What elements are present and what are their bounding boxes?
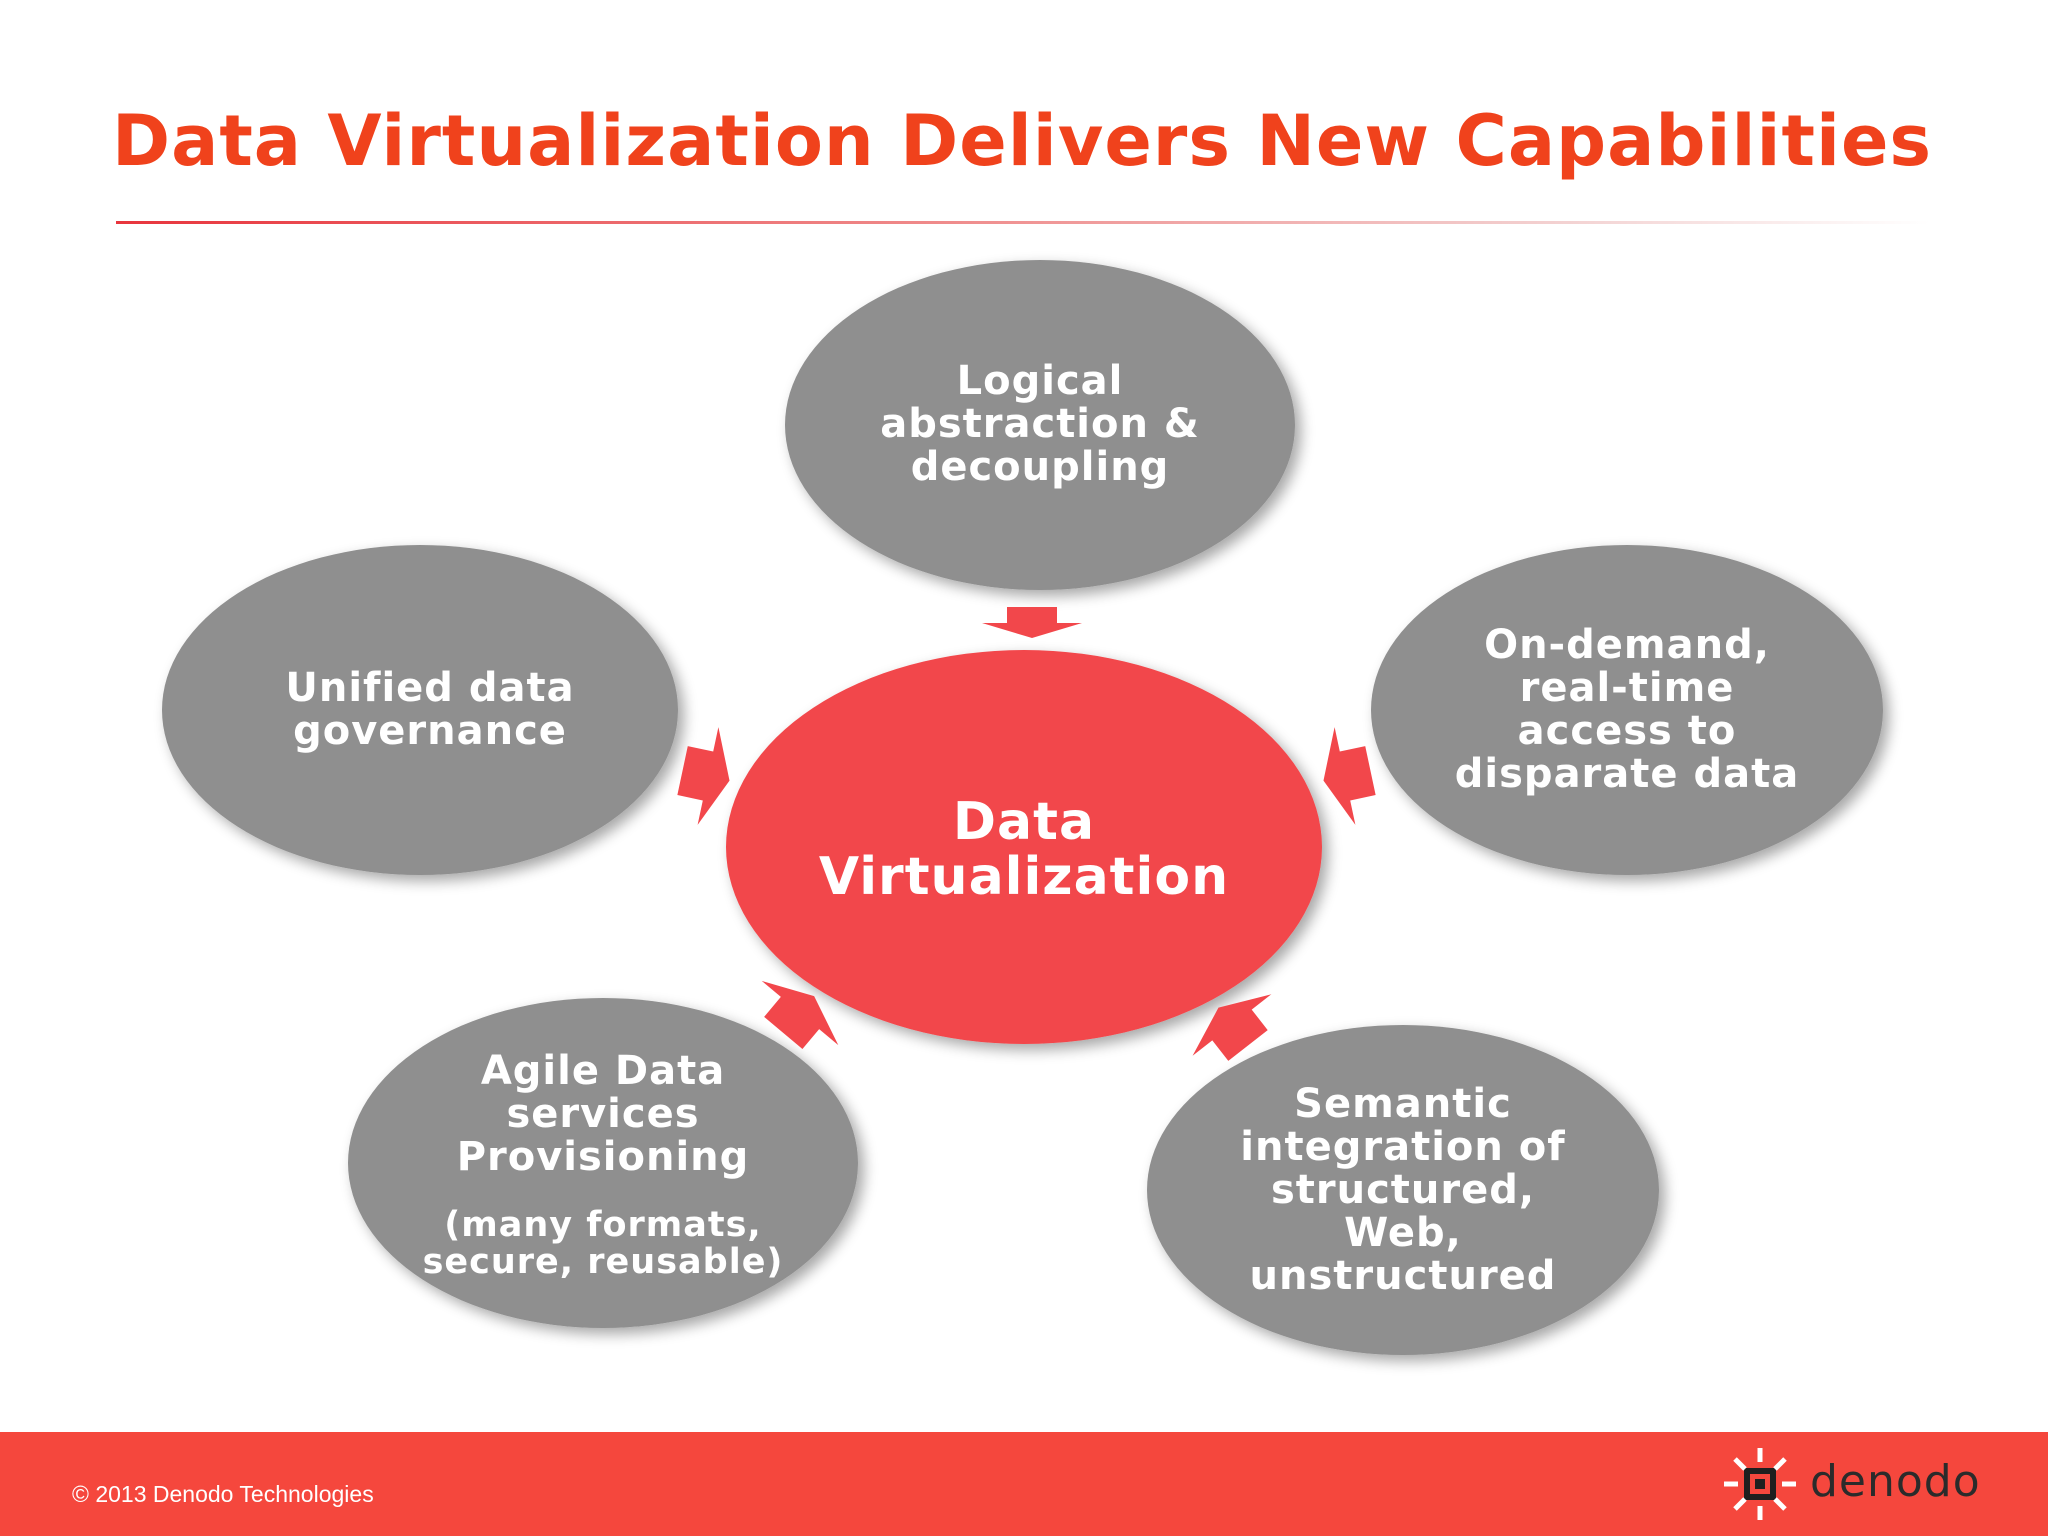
node-top-line: abstraction &: [880, 401, 1200, 447]
node-bottom-left-subline: (many formats,: [444, 1204, 762, 1245]
node-top-shape: [785, 260, 1295, 590]
node-bottom-left-shape: [348, 998, 858, 1328]
logo-wordmark: denodo: [1810, 1456, 1981, 1507]
node-right-line: real-time: [1519, 665, 1735, 711]
node-bottom-right-line: integration of: [1240, 1123, 1566, 1170]
center-line: Data: [952, 792, 1096, 852]
title-divider: [116, 221, 1930, 224]
slide-title: Data Virtualization Delivers New Capabil…: [112, 100, 1933, 182]
node-top-label: Logical abstraction & decoupling: [820, 330, 1260, 520]
node-bottom-left-subline: secure, reusable): [422, 1241, 784, 1282]
node-bottom-right-line: unstructured: [1249, 1252, 1557, 1299]
node-bottom-left-label: Agile Data services Provisioning (many f…: [383, 1030, 823, 1300]
node-bottom-right-shape: [1147, 1025, 1659, 1355]
node-left-label: Unified data governance: [210, 620, 650, 800]
arrow-right: [1323, 727, 1376, 825]
node-left-shape: [162, 545, 678, 875]
node-bottom-left-line: Agile Data: [480, 1047, 726, 1094]
denodo-logo-icon: [1724, 1448, 1796, 1520]
node-right-line: On-demand,: [1484, 622, 1770, 668]
node-left-line: governance: [293, 708, 567, 754]
center-line: Virtualization: [818, 847, 1230, 907]
node-bottom-right-line: Semantic: [1294, 1080, 1512, 1127]
node-top-line: decoupling: [910, 444, 1170, 490]
center-shape: [726, 650, 1322, 1044]
node-right-line: disparate data: [1454, 751, 1800, 797]
node-bottom-right-line: structured,: [1270, 1166, 1536, 1213]
arrow-left: [677, 727, 730, 825]
node-right-label: On-demand, real-time access to disparate…: [1407, 620, 1847, 800]
copyright-text: © 2013 Denodo Technologies: [72, 1481, 374, 1507]
footer-bar: [0, 1432, 2048, 1536]
center-label: Data Virtualization: [774, 770, 1274, 930]
node-bottom-right-label: Semantic integration of structured, Web,…: [1183, 1075, 1623, 1305]
arrow-bottom-left: [761, 980, 839, 1049]
arrow-bottom-right: [1192, 994, 1272, 1061]
arrow-top: [982, 607, 1082, 638]
node-bottom-left-line: services: [506, 1090, 700, 1137]
node-top-line: Logical: [956, 358, 1124, 404]
node-right-line: access to: [1517, 708, 1737, 754]
node-left-line: Unified data: [285, 665, 575, 711]
node-bottom-left-line: Provisioning: [456, 1133, 750, 1180]
node-right-shape: [1371, 545, 1883, 875]
node-bottom-right-line: Web,: [1344, 1209, 1462, 1256]
